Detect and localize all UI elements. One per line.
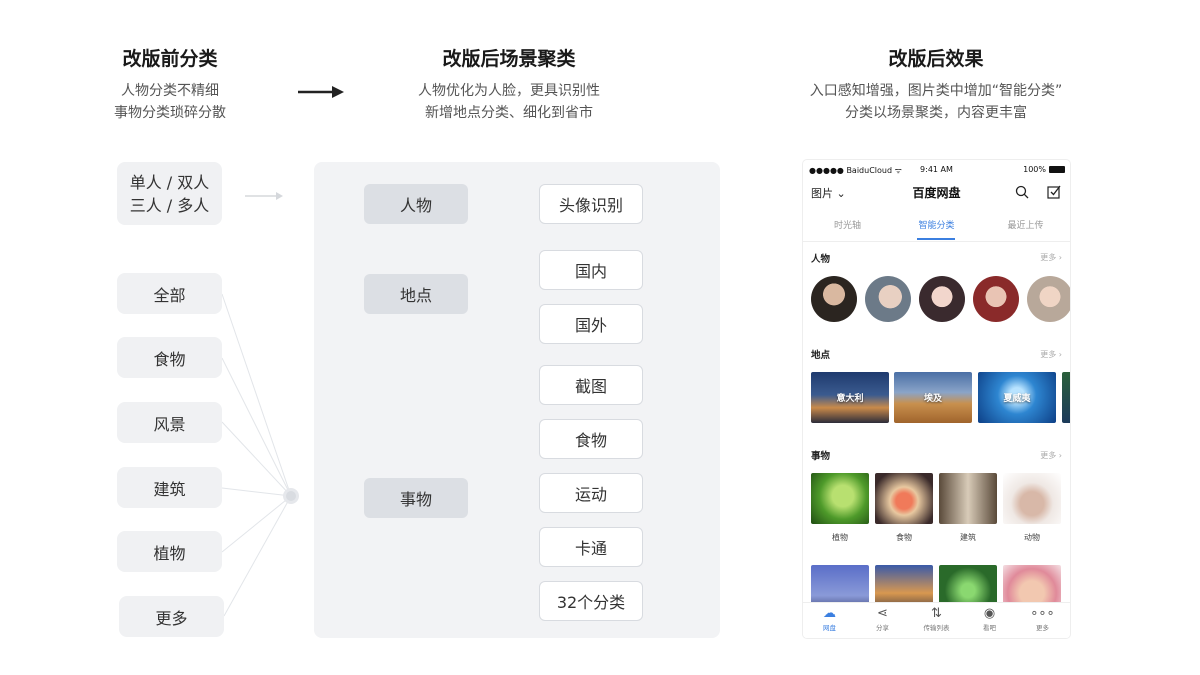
leaf-domestic: 国内 bbox=[539, 250, 643, 290]
tab-strip: 时光轴 智能分类 最近上传 bbox=[803, 212, 1070, 242]
tabbar-more[interactable]: ∘∘∘ 更多 bbox=[1016, 606, 1069, 632]
face-thumb-4[interactable] bbox=[973, 276, 1019, 322]
tabbar-share-label: 分享 bbox=[876, 624, 889, 632]
people-count-line1: 单人 / 双人 bbox=[129, 172, 210, 192]
effect-title: 改版后效果 bbox=[888, 48, 984, 70]
before-title: 改版前分类 bbox=[122, 48, 218, 70]
thing-animal[interactable] bbox=[1003, 473, 1061, 524]
tabbar-share[interactable]: ⋖ 分享 bbox=[856, 606, 909, 632]
face-thumb-3[interactable] bbox=[919, 276, 965, 322]
face-thumb-1[interactable] bbox=[811, 276, 857, 322]
thing-animal-label: 动物 bbox=[1024, 533, 1040, 542]
face-thumb-2[interactable] bbox=[865, 276, 911, 322]
place-italy[interactable]: 意大利 bbox=[811, 372, 889, 423]
thing-plant[interactable] bbox=[811, 473, 869, 524]
eye-icon: ◉ bbox=[983, 606, 996, 621]
leaf-abroad: 国外 bbox=[539, 304, 643, 344]
leaf-face-recognition: 头像识别 bbox=[539, 184, 643, 224]
after-title: 改版后场景聚类 bbox=[442, 48, 576, 70]
bottom-tab-bar: ☁ 网盘 ⋖ 分享 ⇅ 传输列表 ◉ 看吧 ∘∘∘ 更多 bbox=[803, 602, 1070, 638]
tabbar-transfer[interactable]: ⇅ 传输列表 bbox=[910, 606, 963, 632]
before-item-scenery: 风景 bbox=[117, 402, 222, 443]
face-thumb-5[interactable] bbox=[1027, 276, 1070, 322]
people-count-box: 单人 / 双人 三人 / 多人 bbox=[117, 162, 222, 225]
after-desc-line2: 新增地点分类、细化到省市 bbox=[425, 105, 593, 121]
leaf-cartoon: 卡通 bbox=[539, 527, 643, 567]
chevron-down-icon: ⌄ bbox=[836, 187, 846, 200]
arrow-right-icon bbox=[298, 86, 344, 98]
tabbar-netdisk-label: 网盘 bbox=[823, 624, 836, 632]
cloud-icon: ☁ bbox=[823, 606, 836, 621]
status-bar: ●●●●● BaiduCloud ᯤ 9:41 AM 100% bbox=[803, 160, 1070, 180]
battery-percent: 100% bbox=[1023, 165, 1046, 174]
after-desc: 人物优化为人脸，更具识别性 新增地点分类、细化到省市 bbox=[349, 80, 669, 124]
section-things-more[interactable]: 更多 › bbox=[1040, 451, 1062, 460]
select-check-icon[interactable] bbox=[1047, 185, 1061, 199]
phone-mockup: ●●●●● BaiduCloud ᯤ 9:41 AM 100% 图片 ⌄ 百度网… bbox=[803, 160, 1070, 638]
tabbar-netdisk[interactable]: ☁ 网盘 bbox=[803, 606, 856, 632]
before-desc-line1: 人物分类不精细 bbox=[121, 83, 219, 99]
status-time: 9:41 AM bbox=[920, 165, 953, 174]
group-places: 地点 bbox=[364, 274, 468, 314]
leaf-food: 食物 bbox=[539, 419, 643, 459]
place-next[interactable] bbox=[1062, 372, 1070, 423]
leaf-sports: 运动 bbox=[539, 473, 643, 513]
people-count-line2: 三人 / 多人 bbox=[129, 195, 210, 215]
hub-dot bbox=[283, 488, 299, 504]
cluster-panel bbox=[314, 162, 720, 638]
effect-desc-line1: 入口感知增强，图片类中增加“智能分类” bbox=[809, 83, 1063, 99]
tab-timeline[interactable]: 时光轴 bbox=[833, 221, 861, 231]
before-desc: 人物分类不精细 事物分类琐碎分散 bbox=[10, 80, 330, 124]
thing-food-label: 食物 bbox=[896, 533, 912, 542]
section-people-more[interactable]: 更多 › bbox=[1040, 253, 1062, 262]
tabbar-transfer-label: 传输列表 bbox=[923, 624, 950, 632]
photo-dropdown[interactable]: 图片 ⌄ bbox=[811, 185, 846, 201]
after-desc-line1: 人物优化为人脸，更具识别性 bbox=[418, 83, 600, 99]
photo-dropdown-label: 图片 bbox=[811, 187, 833, 200]
before-item-more: 更多 bbox=[119, 596, 224, 637]
leaf-32-categories: 32个分类 bbox=[539, 581, 643, 621]
tab-smart-category[interactable]: 智能分类 bbox=[918, 221, 955, 231]
before-item-building: 建筑 bbox=[117, 467, 222, 508]
search-icon[interactable] bbox=[1015, 185, 1029, 199]
section-people-title: 人物 bbox=[811, 254, 831, 265]
app-title: 百度网盘 bbox=[912, 186, 961, 200]
section-places-title: 地点 bbox=[811, 350, 831, 361]
group-things: 事物 bbox=[364, 478, 468, 518]
before-item-plant: 植物 bbox=[117, 531, 222, 572]
tabbar-more-label: 更多 bbox=[1036, 624, 1049, 632]
share-icon: ⋖ bbox=[877, 606, 888, 621]
section-things-title: 事物 bbox=[811, 451, 831, 462]
tab-recent-upload[interactable]: 最近上传 bbox=[1007, 221, 1044, 231]
thing-food[interactable] bbox=[875, 473, 933, 524]
nav-bar: 图片 ⌄ 百度网盘 bbox=[803, 180, 1070, 208]
active-tab-underline bbox=[917, 238, 955, 240]
carrier-label: ●●●●● BaiduCloud ᯤ bbox=[809, 166, 902, 175]
battery-icon bbox=[1049, 166, 1065, 173]
thing-building[interactable] bbox=[939, 473, 997, 524]
before-item-food: 食物 bbox=[117, 337, 222, 378]
thing-plant-label: 植物 bbox=[832, 533, 848, 542]
tabbar-watch-label: 看吧 bbox=[983, 624, 996, 632]
tabbar-watch[interactable]: ◉ 看吧 bbox=[963, 606, 1016, 632]
thing-building-label: 建筑 bbox=[960, 533, 976, 542]
section-places-more[interactable]: 更多 › bbox=[1040, 350, 1062, 359]
group-people: 人物 bbox=[364, 184, 468, 224]
effect-desc: 入口感知增强，图片类中增加“智能分类” 分类以场景聚类，内容更丰富 bbox=[776, 80, 1096, 124]
more-dots-icon: ∘∘∘ bbox=[1030, 606, 1055, 621]
place-egypt[interactable]: 埃及 bbox=[894, 372, 972, 423]
effect-desc-line2: 分类以场景聚类，内容更丰富 bbox=[845, 105, 1027, 121]
transfer-icon: ⇅ bbox=[931, 606, 942, 621]
leaf-screenshot: 截图 bbox=[539, 365, 643, 405]
place-hawaii[interactable]: 夏威夷 bbox=[978, 372, 1056, 423]
before-desc-line2: 事物分类琐碎分散 bbox=[114, 105, 226, 121]
before-item-all: 全部 bbox=[117, 273, 222, 314]
